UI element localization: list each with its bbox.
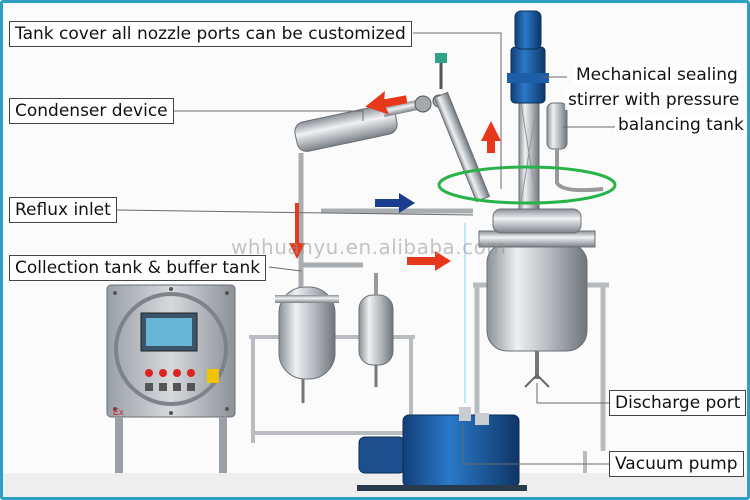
- reactor-photo: Ex: [3, 10, 747, 497]
- stirrer-motor: [507, 10, 549, 210]
- svg-text:Ex: Ex: [113, 407, 124, 417]
- label-mechanical-sealing-1: Mechanical sealing: [573, 65, 741, 85]
- leader-lines: [114, 32, 615, 465]
- control-cabinet: Ex: [106, 284, 236, 473]
- label-tank-cover: Tank cover all nozzle ports can be custo…: [9, 21, 412, 47]
- label-vacuum-pump: Vacuum pump: [609, 451, 744, 477]
- balancing-tank: [546, 102, 604, 193]
- buffer-tank: [358, 273, 394, 387]
- label-reflux-inlet: Reflux inlet: [9, 197, 117, 223]
- flow-arrow-blue: [375, 193, 415, 213]
- watermark: whhuanyu.en.alibaba.com: [231, 235, 507, 259]
- label-discharge-port: Discharge port: [609, 390, 747, 416]
- collection-tank: [275, 286, 339, 403]
- label-mechanical-sealing-2: stirrer with pressure: [565, 90, 743, 110]
- reflux-column: [433, 53, 491, 203]
- label-mechanical-sealing-3: balancing tank: [615, 115, 747, 135]
- vacuum-pump: [357, 407, 527, 491]
- flow-arrows-red: [289, 91, 501, 271]
- reactor-vessel: [478, 208, 596, 388]
- label-condenser: Condenser device: [9, 98, 174, 124]
- label-collection-tank: Collection tank & buffer tank: [9, 255, 267, 281]
- tank-cover-highlight: [437, 165, 617, 205]
